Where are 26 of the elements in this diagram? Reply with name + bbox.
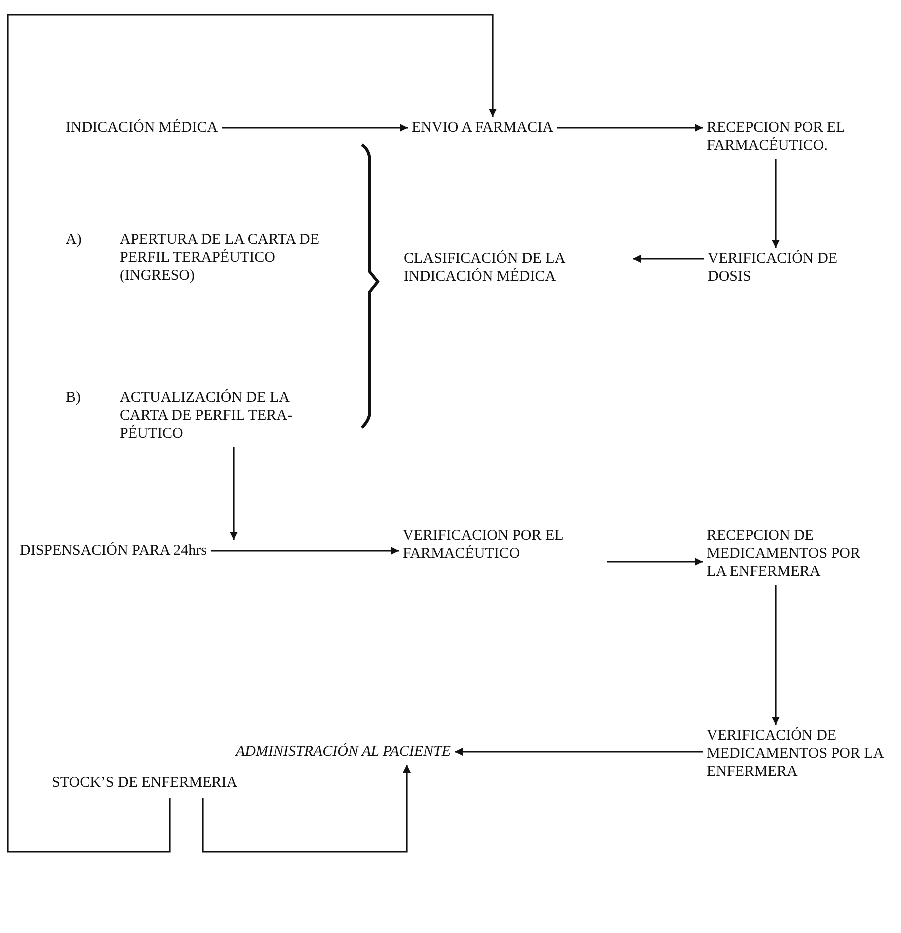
step-text: ENVIO A FARMACIA xyxy=(412,119,554,137)
step-text: RECEPCION DE MEDICAMENTOS POR LA ENFERMERA xyxy=(707,527,862,581)
arrow xyxy=(772,585,780,725)
arrow xyxy=(557,124,703,132)
step-text: ACTUALIZACIÓN DE LA CARTA DE PERFIL TERA- PÉUTICO xyxy=(120,389,294,443)
item-letter: A) xyxy=(66,231,83,250)
step-text: VERIFICACIÓN DE MEDICAMENTOS POR LA ENFERMERA xyxy=(707,727,885,781)
arrow xyxy=(222,124,408,132)
arrow xyxy=(7,14,497,853)
arrow xyxy=(455,748,703,756)
step-text: STOCK’S DE ENFERMERIA xyxy=(52,774,238,792)
step-text: APERTURA DE LA CARTA DE PERFIL TERAPÉUTICO (INGRESO) xyxy=(120,231,320,285)
step-text: DISPENSACIÓN PARA 24hrs xyxy=(20,542,207,560)
arrow xyxy=(772,159,780,248)
step-text: VERIFICACION POR EL FARMACÉUTICO xyxy=(403,527,564,563)
step-text: RECEPCION POR EL FARMACÉUTICO. xyxy=(707,119,846,155)
step-text: VERIFICACIÓN DE DOSIS xyxy=(708,250,839,286)
arrow xyxy=(230,447,238,540)
arrow xyxy=(211,547,399,555)
item-letter: B) xyxy=(66,389,82,408)
arrow xyxy=(633,255,704,263)
step-text: INDICACIÓN MÉDICA xyxy=(66,119,218,137)
arrow xyxy=(202,765,411,853)
arrow xyxy=(607,558,703,566)
step-text: CLASIFICACIÓN DE LA INDICACIÓN MÉDICA xyxy=(404,250,566,286)
step-text: ADMINISTRACIÓN AL PACIENTE xyxy=(236,743,452,761)
